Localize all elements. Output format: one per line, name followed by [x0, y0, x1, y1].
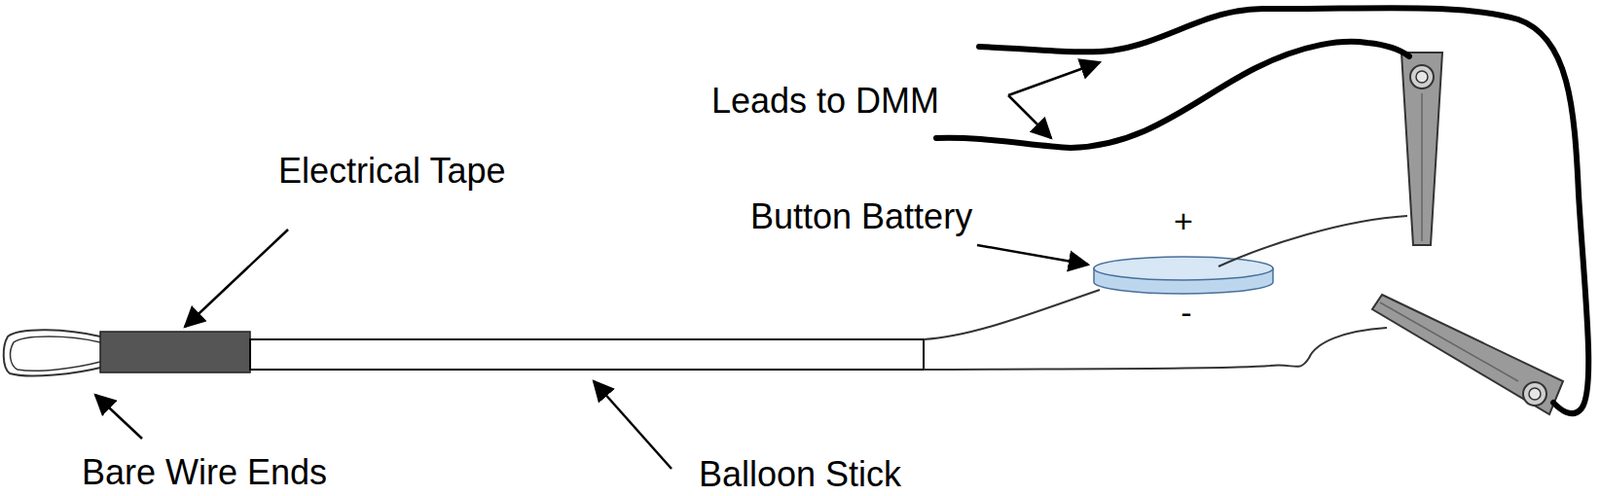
wire [923, 290, 1100, 340]
wire [923, 327, 1387, 370]
leader-arrow [593, 381, 672, 470]
callout-label: Electrical Tape [278, 151, 506, 191]
leader-arrow [95, 395, 143, 439]
alligator-clip [1416, 71, 1428, 83]
dmm-lead [936, 41, 1410, 148]
balloon-stick [250, 339, 924, 370]
callout-label: Leads to DMM [711, 81, 940, 121]
dmm-lead [979, 7, 1589, 414]
polarity-sign: - [1180, 294, 1192, 331]
alligator-clip [1372, 294, 1564, 415]
callout-label: Bare Wire Ends [81, 453, 328, 493]
leader-arrow [1008, 62, 1100, 96]
leader-arrow [977, 245, 1089, 265]
alligator-clip [1410, 65, 1434, 89]
alligator-clip [1401, 52, 1443, 246]
bare-wire-ends [3, 329, 101, 376]
button-battery [1093, 256, 1273, 281]
alligator-clip [1523, 382, 1547, 406]
callout-label: Button Battery [750, 197, 973, 237]
electrical-tape [100, 331, 251, 373]
bare-wire-ends [10, 336, 101, 371]
alligator-clip [1420, 93, 1423, 242]
wire [1218, 216, 1408, 267]
alligator-clip [1528, 388, 1541, 400]
polarity-sign: + [1173, 203, 1194, 240]
leader-arrow [1008, 95, 1052, 139]
alligator-clip [1380, 302, 1519, 382]
callout-label: Balloon Stick [698, 455, 902, 495]
leader-arrow [184, 229, 289, 328]
